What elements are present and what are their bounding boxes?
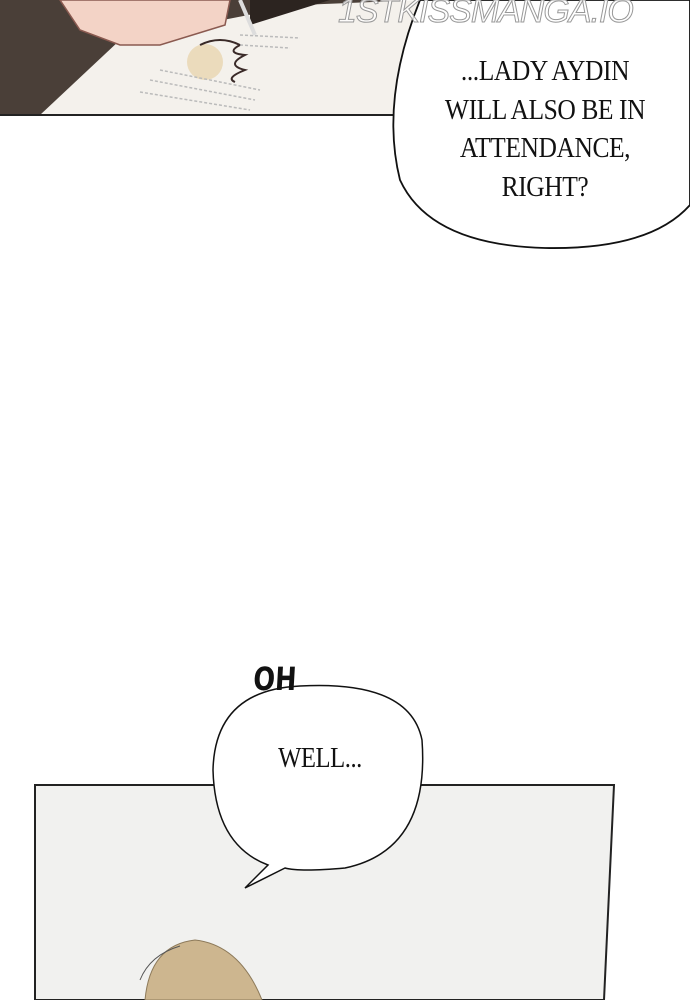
speech-bubble-1-text: ...LADY AYDIN WILL ALSO BE IN ATTENDANCE…	[426, 52, 664, 206]
watermark: 1STKISSMANGA.IO	[338, 0, 635, 31]
bubble-line: ATTENDANCE,	[459, 132, 631, 164]
top-panel-art	[0, 0, 420, 116]
bubble-line: WILL ALSO BE IN	[444, 93, 646, 126]
speech-bubble-2	[212, 684, 424, 889]
character-hair	[144, 939, 263, 1000]
sound-effect: OH	[252, 660, 298, 698]
speech-bubble-1	[392, 0, 690, 249]
speech-bubble-2-text: WELL...	[278, 743, 362, 774]
bubble-line: RIGHT?	[501, 170, 589, 203]
bubble-line: ...LADY AYDIN	[460, 55, 630, 87]
